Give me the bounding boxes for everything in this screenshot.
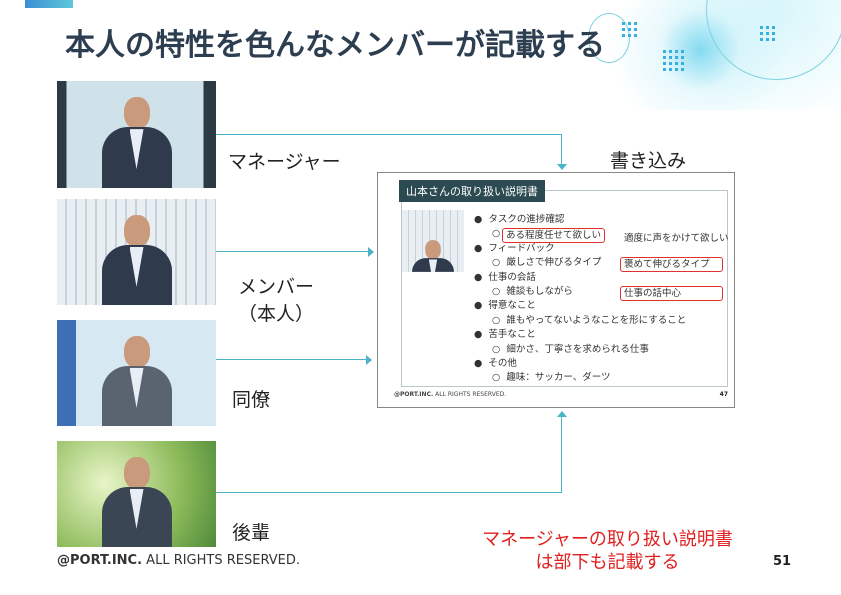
arrow-head: [557, 164, 567, 175]
junior-label: 後輩: [232, 522, 271, 544]
sub-item: ○ 雑談もしながら: [492, 286, 573, 298]
page-number: 51: [773, 554, 792, 569]
arrow-head: [366, 355, 377, 365]
colleague-label: 同僚: [232, 389, 271, 411]
connector-line: [216, 134, 562, 135]
arrow-head: [368, 247, 379, 257]
decorative-dots: [760, 26, 775, 41]
slide-items: ● タスクの進捗確認 ○ ● フィードバック ○ 厳しさで伸びるタイプ ● 仕事…: [474, 213, 686, 386]
alt-text: 適度に声をかけて欲しい: [624, 233, 729, 244]
junior-photo: [57, 441, 216, 547]
connector-line: [216, 251, 370, 252]
sub-item: ○ 誰もやってないようなことを形にすること: [492, 314, 687, 326]
connector-line: [561, 134, 562, 166]
decorative-ring: [588, 13, 630, 63]
manager-label: マネージャー: [228, 151, 341, 173]
highlight-box: 仕事の話中心: [620, 286, 723, 301]
bullet-item: ● 苦手なこと: [474, 329, 536, 341]
footer-copyright: @PORT.INC. ALL RIGHTS RESERVED.: [57, 553, 301, 568]
top-accent-bar: [25, 0, 73, 8]
member-label: メンバー （本人）: [238, 272, 314, 326]
member-photo: [57, 199, 216, 305]
sub-item: ○ 厳しさで伸びるタイプ: [492, 257, 602, 269]
bullet-item: ● フィードバック: [474, 242, 555, 254]
slide-photo: [402, 210, 464, 272]
write-label: 書き込み: [610, 150, 687, 172]
note-text: マネージャーの取り扱い説明書は部下も記載する: [440, 528, 775, 574]
bullet-item: ● タスクの進捗確認: [474, 214, 565, 225]
connector-line: [216, 492, 562, 493]
connector-line: [216, 359, 367, 360]
note-line2: は部下も記載する: [535, 552, 680, 573]
bullet-item: ● 仕事の会話: [474, 271, 536, 283]
sub-item: ○ 趣味：サッカー、ダーツ: [492, 372, 611, 384]
slide-frame: [401, 190, 728, 387]
manager-photo: [57, 81, 216, 188]
arrow-head: [557, 406, 567, 417]
embedded-slide: 山本さんの取り扱い説明書 ● タスクの進捗確認 ○ ● フィードバック ○ 厳し…: [377, 172, 735, 408]
sub-item: ○ 細かさ、丁寧さを求められる仕事: [492, 343, 649, 355]
decorative-dots: [663, 50, 684, 71]
member-label-line2: （本人）: [238, 303, 315, 325]
slide-page-number: 47: [719, 391, 728, 398]
member-label-line1: メンバー: [238, 276, 315, 298]
highlight-box: ある程度任せて欲しい: [502, 228, 606, 243]
colleague-photo: [57, 320, 216, 426]
decorative-dots: [622, 22, 637, 37]
page-title: 本人の特性を色んなメンバーが記載する: [65, 28, 605, 63]
slide-title: 山本さんの取り扱い説明書: [399, 180, 545, 202]
connector-line: [561, 416, 562, 492]
sub-item: ○: [492, 228, 504, 240]
bullet-item: ● 得意なこと: [474, 300, 536, 312]
highlight-box: 褒めて伸びるタイプ: [620, 257, 723, 272]
slide-footer: @PORT.INC. ALL RIGHTS RESERVED.: [394, 391, 507, 398]
bullet-item: ● その他: [474, 358, 517, 370]
note-line1: マネージャーの取り扱い説明書: [482, 529, 733, 550]
